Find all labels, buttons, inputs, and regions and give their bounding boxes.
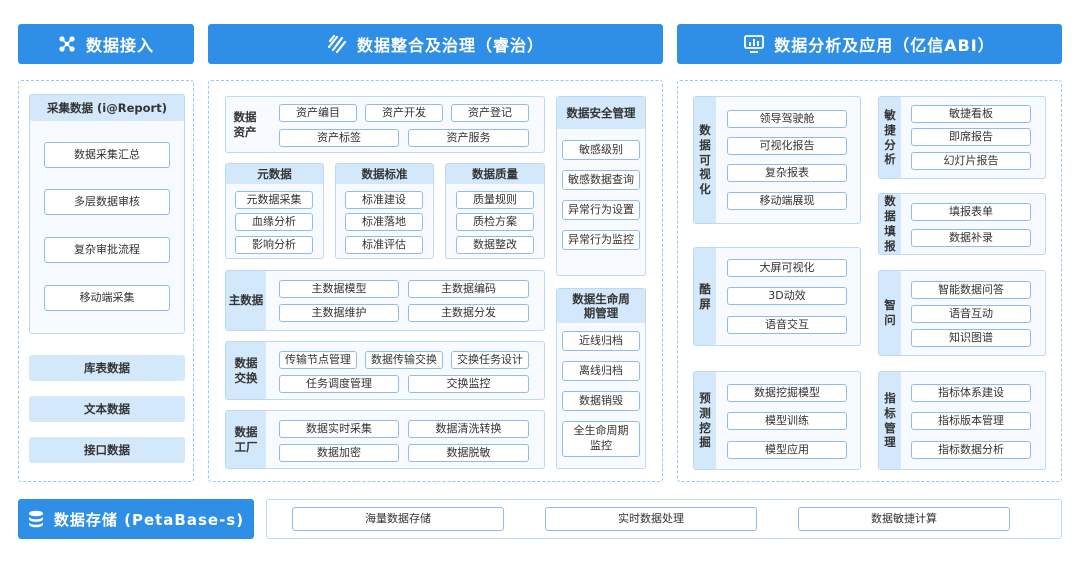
tile-text-data: 文本数据 <box>29 396 185 422</box>
collect-item-2: 多层数据审核 <box>44 189 170 215</box>
banner-analysis: 数据分析及应用（亿信ABI） <box>677 24 1062 64</box>
banner-governance: 数据整合及治理（睿治） <box>208 24 663 64</box>
exchange-item-1: 传输节点管理 <box>279 351 357 369</box>
exchange-item-4: 任务调度管理 <box>279 375 399 393</box>
storage-item-1: 海量数据存储 <box>292 507 504 531</box>
screen-item-2: 3D动效 <box>727 287 847 305</box>
standard-item-1: 标准建设 <box>345 191 423 209</box>
indicator-item-3: 指标数据分析 <box>911 441 1031 459</box>
fill-item-1: 填报表单 <box>911 203 1031 221</box>
ask-item-3: 知识图谱 <box>911 329 1031 347</box>
banner-governance-label: 数据整合及治理（睿治） <box>356 36 544 55</box>
visual-item-2: 可视化报告 <box>727 137 847 155</box>
meta-item-1: 元数据采集 <box>235 191 313 209</box>
exchange-item-5: 交换监控 <box>408 375 529 393</box>
factory-item-2: 数据清洗转换 <box>408 420 529 438</box>
security-item-4: 异常行为监控 <box>562 230 640 250</box>
tile-db-data: 库表数据 <box>29 355 185 381</box>
lifecycle-item-2: 离线归档 <box>562 361 640 381</box>
security-item-1: 敏感级别 <box>562 140 640 160</box>
mining-item-3: 模型应用 <box>727 441 847 459</box>
collect-item-4: 移动端采集 <box>44 285 170 311</box>
lifecycle-item-3: 数据销毁 <box>562 391 640 411</box>
master-item-1: 主数据模型 <box>279 280 399 298</box>
mining-item-2: 模型训练 <box>727 412 847 430</box>
lifecycle-title: 数据生命周期管理 <box>557 289 645 323</box>
asset-item-4: 资产标签 <box>279 129 399 147</box>
quality-item-1: 质量规则 <box>456 191 534 209</box>
asset-item-1: 资产编目 <box>279 104 357 122</box>
collect-item-1: 数据采集汇总 <box>44 142 170 168</box>
monitor-chart-icon <box>744 35 765 53</box>
quality-item-2: 质检方案 <box>456 213 534 231</box>
ask-label: 智问 <box>879 271 901 355</box>
master-item-2: 主数据编码 <box>408 280 529 298</box>
exchange-item-2: 数据传输交换 <box>365 351 443 369</box>
database-icon <box>28 510 44 528</box>
banner-storage: 数据存储 (PetaBase-s) <box>18 499 254 539</box>
master-item-4: 主数据分发 <box>408 304 529 322</box>
master-item-3: 主数据维护 <box>279 304 399 322</box>
mining-item-1: 数据挖掘模型 <box>727 384 847 402</box>
asset-label: 数据资产 <box>233 109 257 139</box>
ask-item-1: 智能数据问答 <box>911 281 1031 299</box>
factory-item-4: 数据脱敏 <box>408 444 529 462</box>
indicator-item-1: 指标体系建设 <box>911 384 1031 402</box>
meta-item-2: 血缘分析 <box>235 213 313 231</box>
screen-label: 酷屏 <box>694 248 716 345</box>
standard-title: 数据标准 <box>336 164 433 184</box>
banner-storage-label: 数据存储 (PetaBase-s) <box>53 510 245 529</box>
security-title: 数据安全管理 <box>557 97 645 129</box>
asset-item-3: 资产登记 <box>451 104 529 122</box>
screen-item-1: 大屏可视化 <box>727 259 847 277</box>
stripes-icon <box>327 35 347 53</box>
factory-label: 数据工厂 <box>226 411 266 468</box>
agile-label: 敏捷分析 <box>879 97 901 178</box>
lifecycle-item-4: 全生命周期监控 <box>562 421 640 457</box>
security-item-3: 异常行为设置 <box>562 200 640 220</box>
banner-data-access: 数据接入 <box>18 24 194 64</box>
banner-analysis-label: 数据分析及应用（亿信ABI） <box>774 36 995 55</box>
visual-item-4: 移动端展现 <box>727 192 847 210</box>
meta-title: 元数据 <box>226 164 323 184</box>
fill-label: 数据填报 <box>879 194 901 254</box>
collect-item-3: 复杂审批流程 <box>44 237 170 263</box>
visual-item-3: 复杂报表 <box>727 164 847 182</box>
visual-item-1: 领导驾驶舱 <box>727 110 847 128</box>
agile-item-1: 敏捷看板 <box>911 105 1031 123</box>
tile-api-data: 接口数据 <box>29 437 185 463</box>
banner-data-access-label: 数据接入 <box>85 36 154 55</box>
meta-item-3: 影响分析 <box>235 236 313 254</box>
standard-item-2: 标准落地 <box>345 213 423 231</box>
indicator-item-2: 指标版本管理 <box>911 412 1031 430</box>
agile-item-2: 即席报告 <box>911 128 1031 146</box>
storage-item-2: 实时数据处理 <box>545 507 757 531</box>
agile-item-3: 幻灯片报告 <box>911 152 1031 170</box>
asset-item-5: 资产服务 <box>408 129 529 147</box>
ask-item-2: 语音互动 <box>911 305 1031 323</box>
security-item-2: 敏感数据查询 <box>562 170 640 190</box>
network-nodes-icon <box>58 35 76 53</box>
exchange-label: 数据交换 <box>226 342 266 399</box>
collect-title: 采集数据 (i@Report) <box>30 95 184 121</box>
asset-item-2: 资产开发 <box>365 104 443 122</box>
master-label: 主数据 <box>226 271 266 330</box>
screen-item-3: 语音交互 <box>727 316 847 334</box>
standard-item-3: 标准评估 <box>345 236 423 254</box>
storage-item-3: 数据敏捷计算 <box>798 507 1010 531</box>
factory-item-3: 数据加密 <box>279 444 399 462</box>
mining-label: 预测挖掘 <box>694 372 716 469</box>
lifecycle-item-1: 近线归档 <box>562 331 640 351</box>
exchange-item-3: 交换任务设计 <box>451 351 529 369</box>
visual-label: 数据可视化 <box>694 97 716 223</box>
fill-item-2: 数据补录 <box>911 229 1031 247</box>
quality-item-3: 数据整改 <box>456 236 534 254</box>
quality-title: 数据质量 <box>446 164 544 184</box>
factory-item-1: 数据实时采集 <box>279 420 399 438</box>
indicator-label: 指标管理 <box>879 372 901 469</box>
